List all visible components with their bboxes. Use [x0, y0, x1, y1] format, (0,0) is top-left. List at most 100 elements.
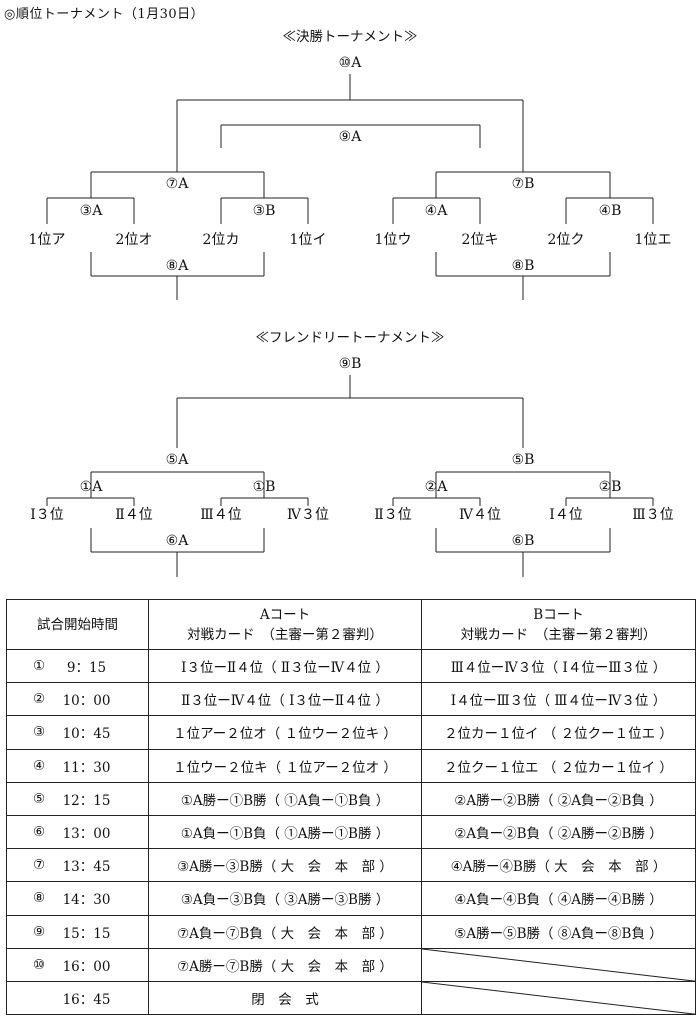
schedule-row: ⑦ 13：45 ③A勝ー③B勝（ 大 会 本 部 ）④A勝ー④B勝（ 大 会 本 部…: [6, 848, 696, 883]
friendly-team-label: Ⅱ３位: [374, 507, 412, 523]
table-header-row: 試合開始時間 Aコート 対戦カード （主審ー第２審判） Bコート 対戦カード （…: [6, 599, 696, 650]
start-time: 10：45: [62, 726, 111, 743]
match-number: ⑤: [33, 790, 46, 807]
time-cell: ① 9：15: [6, 648, 149, 684]
start-time: 13：00: [62, 826, 111, 843]
start-time: 12：15: [62, 792, 111, 809]
b-court-card: ②A勝ー②B勝（ ②A負ー②B負 ）: [421, 781, 696, 816]
time-cell: ⑦ 13：45: [6, 848, 149, 883]
header-start-time: 試合開始時間: [6, 599, 149, 650]
quarter-label-3: ④A: [424, 203, 448, 219]
a-court-card: Ⅰ３位ーⅡ４位（ Ⅱ３位ーⅣ４位 ）: [148, 648, 422, 684]
team-label: 2位キ: [461, 232, 499, 248]
schedule-row: ⑤ 12：15 ①A勝ー①B勝（ ①A負ー①B負 ）②A勝ー②B勝（ ②A負ー②B負…: [6, 781, 696, 816]
a-court-title: Aコート: [259, 606, 311, 623]
a-court-card: ⑦A負ー⑦B負（ 大 会 本 部 ）: [148, 914, 422, 949]
time-cell: 16：45: [6, 980, 149, 1016]
friendly-team-label: Ⅲ４位: [200, 507, 242, 523]
team-label: 1位ウ: [374, 232, 412, 248]
final-match-label: ⑩A: [338, 55, 362, 71]
b-court-card: ⑤A勝ー⑤B勝（ ⑧A負ー⑧B負 ）: [421, 914, 696, 949]
schedule-row: ⑨ 15：15 ⑦A負ー⑦B負（ 大 会 本 部 ）⑤A勝ー⑤B勝（ ⑧A負ー⑧B負…: [6, 914, 696, 949]
friendly-team-label: Ⅳ４位: [459, 507, 501, 523]
time-cell: ⑧ 14：30: [6, 881, 149, 916]
friendly-semi-left-label: ⑤A: [165, 452, 189, 468]
b-court-card: ２位カー１位イ （ ２位クー１位エ ）: [421, 715, 696, 750]
b-court-subtitle: 対戦カード （主審ー第２審判）: [460, 626, 657, 643]
start-time: 14：30: [62, 892, 111, 909]
friendly-consolation-right-label: ⑥B: [511, 533, 535, 549]
start-time: 16：00: [62, 958, 111, 975]
a-court-card: Ⅱ３位ーⅣ４位（ Ⅰ３位ーⅡ４位 ）: [148, 682, 422, 717]
friendly-team-label: Ⅲ３位: [632, 507, 674, 523]
empty-cell-diagonal: [421, 980, 696, 1016]
start-time: 16：45: [62, 991, 111, 1008]
a-court-card: 閉 会 式: [148, 980, 422, 1016]
time-cell: ④ 11：30: [6, 748, 149, 783]
b-court-card: Ⅲ４位ーⅣ３位（ Ⅰ４位ーⅢ３位 ）: [421, 648, 696, 684]
match-number: ⑥: [33, 824, 46, 841]
b-court-card: Ⅰ４位ーⅢ３位（ Ⅲ４位ーⅣ３位 ）: [421, 682, 696, 717]
schedule-row: ③ 10：45 １位アー２位オ（ １位ウー２位キ ）２位カー１位イ （ ２位クー１位…: [6, 715, 696, 750]
page-title: ◎順位トーナメント（1月30日）: [4, 7, 205, 22]
match-number: ①: [33, 658, 46, 675]
b-court-card: ②A負ー②B負（ ②A勝ー②B勝 ）: [421, 814, 696, 850]
a-court-card: ①A勝ー①B勝（ ①A負ー①B負 ）: [148, 781, 422, 816]
b-court-card: ④A負ー④B負（ ④A勝ー④B勝 ）: [421, 881, 696, 916]
friendly-team-label: Ⅰ４位: [549, 507, 583, 523]
friendly-quarter-label-2: ①B: [252, 479, 276, 495]
b-court-card: ④A勝ー④B勝（ 大 会 本 部 ）: [421, 848, 696, 883]
start-time: 13：45: [62, 859, 111, 876]
a-court-card: ①A負ー①B負（ ①A勝ー①B勝 ）: [148, 814, 422, 850]
schedule-row: ① 9：15 Ⅰ３位ーⅡ４位（ Ⅱ３位ーⅣ４位 ）Ⅲ４位ーⅣ３位（ Ⅰ４位ーⅢ３位 …: [6, 648, 696, 684]
a-court-card: １位ウー２位キ（ １位アー２位オ ）: [148, 748, 422, 783]
a-court-card: ③A負ー③B負（ ③A勝ー③B勝 ）: [148, 881, 422, 916]
schedule-row: ④ 11：30 １位ウー２位キ（ １位アー２位オ ）２位クー１位エ （ ２位カー１位…: [6, 748, 696, 783]
friendly-top-match-label: ⑨B: [338, 356, 362, 372]
start-time: 11：30: [62, 759, 111, 776]
team-label: 2位オ: [115, 232, 153, 248]
friendly-team-label: Ⅳ３位: [287, 507, 329, 523]
friendly-team-label: Ⅰ３位: [30, 507, 64, 523]
schedule-table: 試合開始時間 Aコート 対戦カード （主審ー第２審判） Bコート 対戦カード （…: [6, 599, 696, 1016]
team-label: 2位ク: [547, 232, 585, 248]
match-number: ⑧: [33, 890, 46, 907]
quarter-label-4: ④B: [598, 203, 622, 219]
friendly-tournament-heading: ≪フレンドリートーナメント≫: [255, 330, 445, 346]
consolation-left-label: ⑧A: [165, 258, 189, 274]
schedule-row: ⑩ 16：00 ⑦A勝ー⑦B勝（ 大 会 本 部 ）: [6, 947, 696, 982]
time-cell: ⑥ 13：00: [6, 814, 149, 850]
start-time: 10：00: [62, 693, 111, 710]
quarter-label-2: ③B: [252, 203, 276, 219]
third-place-match-label: ⑨A: [338, 129, 362, 145]
start-time: 15：15: [62, 925, 111, 942]
start-time: 9：15: [66, 660, 107, 677]
a-court-card: ⑦A勝ー⑦B勝（ 大 会 本 部 ）: [148, 947, 422, 982]
a-court-card: ③A勝ー③B勝（ 大 会 本 部 ）: [148, 848, 422, 883]
friendly-quarter-label-4: ②B: [598, 479, 622, 495]
match-number: ④: [33, 757, 46, 774]
semi-right-label: ⑦B: [511, 176, 535, 192]
b-court-title: Bコート: [533, 606, 584, 623]
bracket-lines: [46, 74, 654, 577]
consolation-right-label: ⑧B: [511, 258, 535, 274]
a-court-card: １位アー２位オ（ １位ウー２位キ ）: [148, 715, 422, 750]
match-number: ③: [33, 724, 46, 741]
schedule-row: 16：45 閉 会 式: [6, 980, 696, 1016]
friendly-quarter-label-3: ②A: [424, 479, 448, 495]
match-number: ⑦: [33, 857, 46, 874]
final-tournament-heading: ≪決勝トーナメント≫: [282, 29, 418, 45]
team-label: 1位イ: [289, 232, 327, 248]
time-cell: ⑩ 16：00: [6, 947, 149, 982]
friendly-team-label: Ⅱ４位: [115, 507, 153, 523]
match-number: ⑨: [33, 923, 46, 940]
team-label: 2位カ: [202, 232, 240, 248]
schedule-row: ⑥ 13：00 ①A負ー①B負（ ①A勝ー①B勝 ）②A負ー②B負（ ②A勝ー②B勝…: [6, 814, 696, 850]
friendly-quarter-label-1: ①A: [79, 479, 103, 495]
team-label: 1位ア: [28, 232, 66, 248]
header-b-court: Bコート 対戦カード （主審ー第２審判）: [421, 599, 696, 650]
b-court-card: ２位クー１位エ （ ２位カー１位イ ）: [421, 748, 696, 783]
schedule-row: ⑧ 14：30 ③A負ー③B負（ ③A勝ー③B勝 ）④A負ー④B負（ ④A勝ー④B勝…: [6, 881, 696, 916]
match-number: ⑩: [33, 956, 46, 973]
